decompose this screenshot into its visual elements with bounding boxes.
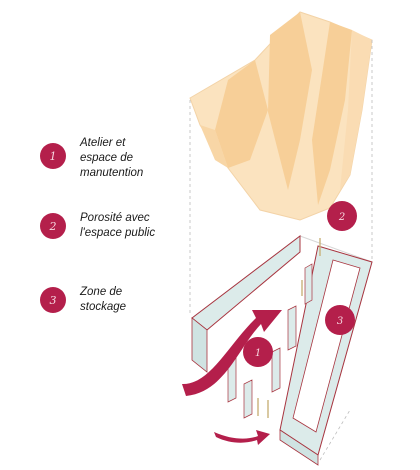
storage-inner xyxy=(292,259,361,433)
diagram-badge-2: 2 xyxy=(327,201,357,231)
walls xyxy=(191,234,373,466)
legend-label-3: Zone de stockage xyxy=(80,285,126,315)
diagram-badge-2-number: 2 xyxy=(338,212,345,223)
legend-label-3-line-1: Zone de xyxy=(80,286,123,298)
legend-item-2: 2 Porosité avec l'espace public xyxy=(40,211,155,241)
posts xyxy=(257,238,321,418)
diagram-badge-1: 1 xyxy=(243,337,273,367)
partition-2 xyxy=(287,305,297,351)
diagram-badge-3-number: 3 xyxy=(337,316,343,327)
roof-fold-3 xyxy=(312,22,352,205)
storage-front xyxy=(279,429,319,466)
partition-1 xyxy=(304,263,313,305)
roof-fold-4 xyxy=(200,125,228,168)
partition-5 xyxy=(243,379,253,419)
flow-arrow-lower xyxy=(214,430,270,445)
legend-label-1-line-2: espace de xyxy=(80,152,134,164)
legend-label-1-line-1: Atelier et xyxy=(80,137,126,149)
legend-badge-2: 2 xyxy=(40,213,66,239)
legend-label-2-line-2: l'espace public xyxy=(80,227,156,239)
projection-line-bottom xyxy=(319,409,351,461)
diagram-badge-3: 3 xyxy=(325,305,355,335)
legend-label-1: Atelier et espace de manutention xyxy=(80,136,143,181)
wall-north xyxy=(191,234,301,331)
flow-arrow-main xyxy=(182,310,282,396)
wall-west xyxy=(191,317,208,373)
legend-label-2: Porosité avec l'espace public xyxy=(80,211,155,241)
legend-badge-3: 3 xyxy=(40,287,66,313)
legend-item-1: 1 Atelier et espace de manutention xyxy=(40,136,143,181)
roof-fold-5 xyxy=(340,30,372,190)
legend-label-3-line-2: stockage xyxy=(80,301,127,313)
partition-3 xyxy=(271,347,281,393)
legend-label-1-line-3: manutention xyxy=(80,167,144,179)
legend-item-3: 3 Zone de stockage xyxy=(40,285,126,315)
roof-fold-2 xyxy=(268,12,312,190)
roof-fold-1 xyxy=(215,60,268,168)
flow-arrows xyxy=(182,310,282,445)
diagram-badge-1-number: 1 xyxy=(255,348,261,359)
folded-roof xyxy=(189,11,373,221)
projection-lines xyxy=(189,40,373,461)
legend-badge-1: 1 xyxy=(40,143,66,169)
legend-label-2-line-1: Porosité avec xyxy=(80,212,150,224)
